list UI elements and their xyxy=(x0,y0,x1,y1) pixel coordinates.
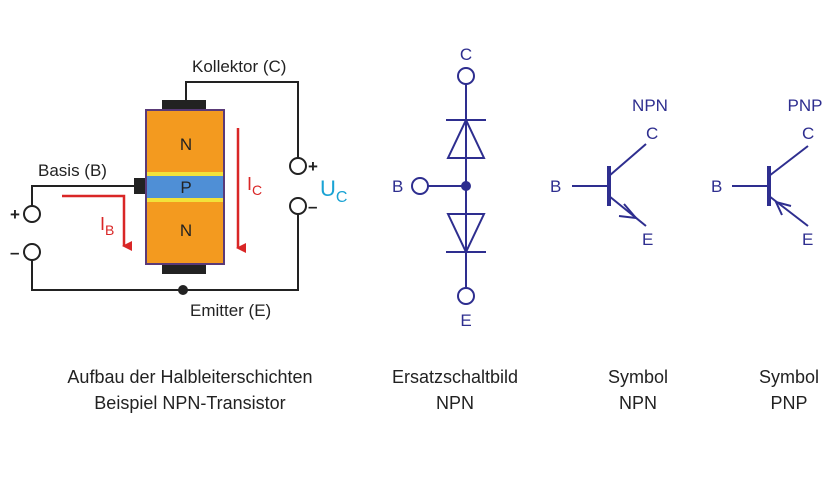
pnp-e-label: E xyxy=(802,230,813,249)
equivalent-b-terminal xyxy=(411,177,429,195)
base-current-arrow xyxy=(62,194,132,251)
n-layer-top xyxy=(146,110,224,174)
caption-npn-line2: NPN xyxy=(618,393,657,413)
ib-label: IB xyxy=(100,214,114,238)
n-layer-bottom xyxy=(146,200,224,264)
emitter-junction-dot xyxy=(178,285,188,295)
pnp-b-label: B xyxy=(711,177,722,196)
uc-plus-terminal xyxy=(289,157,307,175)
base-wire xyxy=(31,185,134,206)
collector-wire xyxy=(185,81,299,158)
npn-e-label: E xyxy=(642,230,653,249)
caption-npn-line1: Symbol xyxy=(607,367,669,387)
npn-emitter-line xyxy=(608,195,647,227)
equivalent-c-label: C xyxy=(460,45,472,64)
equivalent-e-terminal xyxy=(457,287,475,305)
ub-plus-terminal xyxy=(23,205,41,223)
caption-pnp-line2: PNP xyxy=(770,393,808,413)
ic-label: IC xyxy=(247,174,262,198)
caption-equivalent-line1: Ersatzschaltbild xyxy=(391,367,519,387)
npn-collector-line xyxy=(608,143,647,177)
equivalent-b-label: B xyxy=(392,177,403,196)
caption-structure-line2: Beispiel NPN-Transistor xyxy=(94,393,286,413)
layer-top-label: N xyxy=(180,135,192,154)
pnp-c-label: C xyxy=(802,124,814,143)
ub-minus-terminal xyxy=(23,243,41,261)
caption-equivalent-line2: NPN xyxy=(435,393,474,413)
npn-c-label: C xyxy=(646,124,658,143)
p-layer xyxy=(146,174,224,200)
caption-equivalent: Ersatzschaltbild NPN xyxy=(370,364,540,416)
circuit-wires xyxy=(31,81,299,291)
uc-minus-terminal xyxy=(289,197,307,215)
npn-emitter-arrow xyxy=(618,203,639,220)
npn-symbol-title: NPN xyxy=(632,96,668,115)
diode-lower-body xyxy=(446,213,486,255)
uc-minus-sign: – xyxy=(308,197,317,216)
uc-label: UC xyxy=(320,176,347,206)
equivalent-node-dot xyxy=(461,181,471,191)
layer-bottom-label: N xyxy=(180,221,192,240)
crystal-outline xyxy=(145,109,225,265)
junction-top xyxy=(146,172,224,176)
emitter-label: Emitter (E) xyxy=(190,301,271,320)
base-contact xyxy=(134,178,148,194)
layer-mid-label: P xyxy=(180,178,191,197)
ub-minus-sign: – xyxy=(10,243,19,262)
equivalent-e-label: E xyxy=(460,311,471,330)
pnp-symbol xyxy=(732,145,809,227)
pnp-emitter-arrow xyxy=(774,200,792,216)
pnp-emitter-line xyxy=(768,195,809,227)
base-label: Basis (B) xyxy=(38,161,107,180)
caption-pnp: Symbol PNP xyxy=(740,364,838,416)
npn-symbol xyxy=(572,143,647,227)
equivalent-circuit xyxy=(411,67,486,305)
npn-b-label: B xyxy=(550,177,561,196)
pnp-collector-line xyxy=(768,145,809,177)
caption-pnp-line1: Symbol xyxy=(758,367,820,387)
semiconductor-structure: N P N IC IB Kollektor (C) Basis (B) Emit… xyxy=(10,57,347,320)
diode-upper-body xyxy=(446,117,486,159)
caption-structure: Aufbau der Halbleiterschichten Beispiel … xyxy=(30,364,350,416)
ub-plus-sign: + xyxy=(10,205,20,224)
caption-npn: Symbol NPN xyxy=(578,364,698,416)
equivalent-c-terminal xyxy=(457,67,475,85)
pnp-symbol-title: PNP xyxy=(788,96,823,115)
collector-label: Kollektor (C) xyxy=(192,57,286,76)
caption-structure-line1: Aufbau der Halbleiterschichten xyxy=(67,367,313,387)
emitter-wire xyxy=(31,214,299,291)
uc-plus-sign: + xyxy=(308,157,318,176)
junction-bottom xyxy=(146,198,224,202)
